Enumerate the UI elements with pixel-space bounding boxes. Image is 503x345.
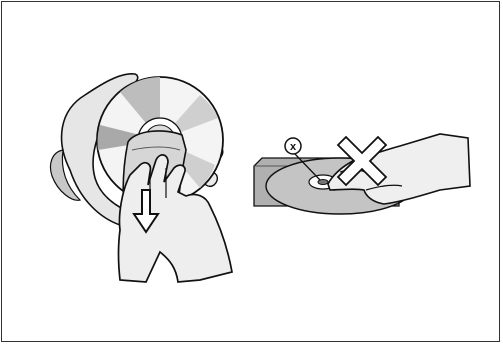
cleaning-marker-label: x [290, 141, 297, 153]
do-not-touch-illustration: x [254, 134, 470, 214]
disc-wiping-illustration [50, 74, 232, 282]
